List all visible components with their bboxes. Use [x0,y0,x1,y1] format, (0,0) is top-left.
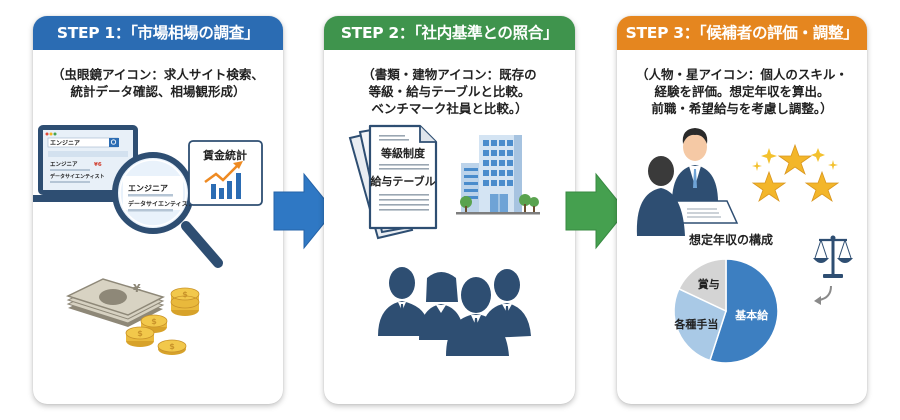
step-3-title: STEP 3：「候補者の評価・調整」 [617,16,867,50]
magnifier-icon: エンジニア データサイエンティスト [112,152,223,268]
pie-label-0: 基本給 [734,308,769,322]
banknotes-icon: ¥ [65,278,165,327]
step-3-description: （人物・星アイコン：個人のスキル・ 経験を評価。想定年収を算出。 前職・希望給与… [636,67,848,116]
arrow-step-1-to-2 [273,172,335,250]
step-2-title: STEP 2：「社内基準との照合」 [324,16,575,50]
doc-label-salary-table: 給与テーブル [370,174,435,188]
doc-label-grade: 等級制度 [380,146,426,160]
step-1-card: STEP 1：「市場相場の調査」 （虫眼鏡アイコン：求人サイト検索、 統計データ… [33,16,283,404]
stars-icon [751,143,840,203]
coin-symbol: $ [169,342,175,351]
building-icon [456,135,540,215]
step-2-description: （書類・建物アイコン：既存の 等級・給与テーブルと比較。 ベンチマーク社員と比較… [362,67,537,116]
laptop-search-text: エンジニア [50,140,80,147]
pie-label-2: 賞与 [698,277,720,291]
pie-slice-1 [673,287,727,362]
coin-symbol: $ [151,317,157,326]
coins-icon: $ $ $ $ [125,287,200,355]
scale-icon [813,235,853,278]
documents-icon: 等級制度 給与テーブル [348,124,438,240]
laptop-row-1: エンジニア [50,161,78,168]
step-1-illustration: エンジニア エンジニア ¥6 データサイエンティスト エンジニア データサイエン… [33,125,263,355]
step-1-title: STEP 1：「市場相場の調査」 [33,16,283,50]
pie-label-1: 各種手当 [673,317,718,331]
interview-icon [636,128,739,236]
step-1-description: （虫眼鏡アイコン：求人サイト検索、 統計データ確認、相場観形成） [52,67,264,99]
pie-slice-2 [677,258,727,313]
pie-slice-0 [708,258,779,364]
coin-symbol: $ [137,329,143,338]
currency-symbol: ¥ [133,282,141,295]
curved-arrow-head [814,296,821,305]
step-2-card: STEP 2：「社内基準との照合」 （書類・建物アイコン：既存の 等級・給与テー… [324,16,575,404]
magnifier-row-2: データサイエンティスト [128,200,194,208]
pie-chart-title: 想定年収の構成 [688,232,773,247]
employees-group-icon [378,267,531,356]
wage-stats-label: 賃金統計 [202,148,247,162]
laptop-price: ¥6 [94,162,102,168]
step-3-card: STEP 3：「候補者の評価・調整」 （人物・星アイコン：個人のスキル・ 経験を… [617,16,867,404]
wage-stats-chart-icon: 賃金統計 [188,140,263,206]
magnifier-row-1: エンジニア [128,184,168,193]
step-2-illustration: 等級制度 給与テーブル [348,124,540,356]
coin-symbol: $ [182,290,188,299]
laptop-row-2: データサイエンティスト [50,173,105,180]
arrow-step-2-to-3 [565,172,627,250]
